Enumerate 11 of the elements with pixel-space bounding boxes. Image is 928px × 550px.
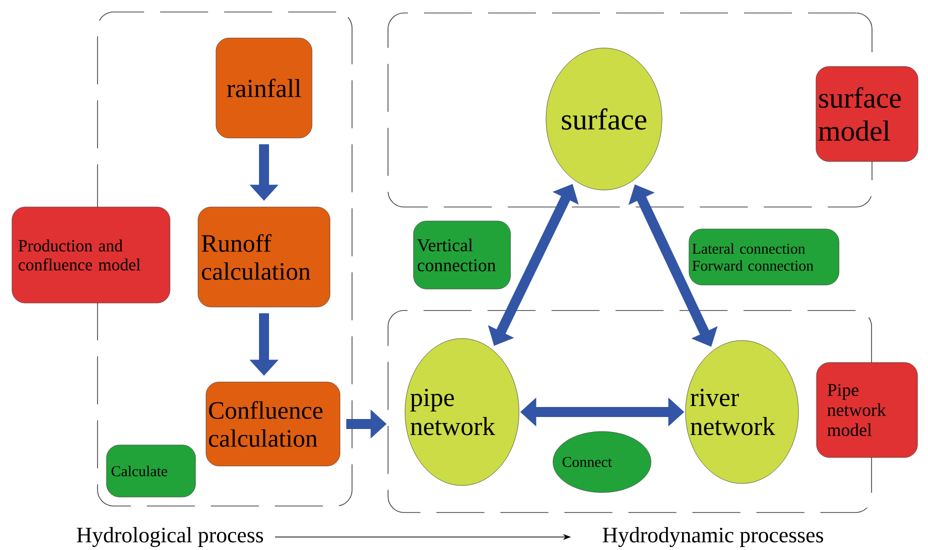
note-box: Vertical connection [413, 220, 511, 290]
note-box: Lateral connection Forward connection [688, 228, 840, 286]
process-label: Hydrological process [76, 527, 263, 548]
process-label: Hydrodynamic processes [602, 527, 824, 548]
process-box: Runoff calculation [198, 206, 330, 308]
process-box: Confluence calculation [206, 382, 340, 466]
model-box: surface model [816, 66, 918, 162]
note-box: Calculate [106, 444, 196, 498]
model-box: Pipe network model [816, 362, 918, 458]
model-box: Production and confluence model [12, 206, 170, 304]
process-box: rainfall [216, 38, 312, 138]
